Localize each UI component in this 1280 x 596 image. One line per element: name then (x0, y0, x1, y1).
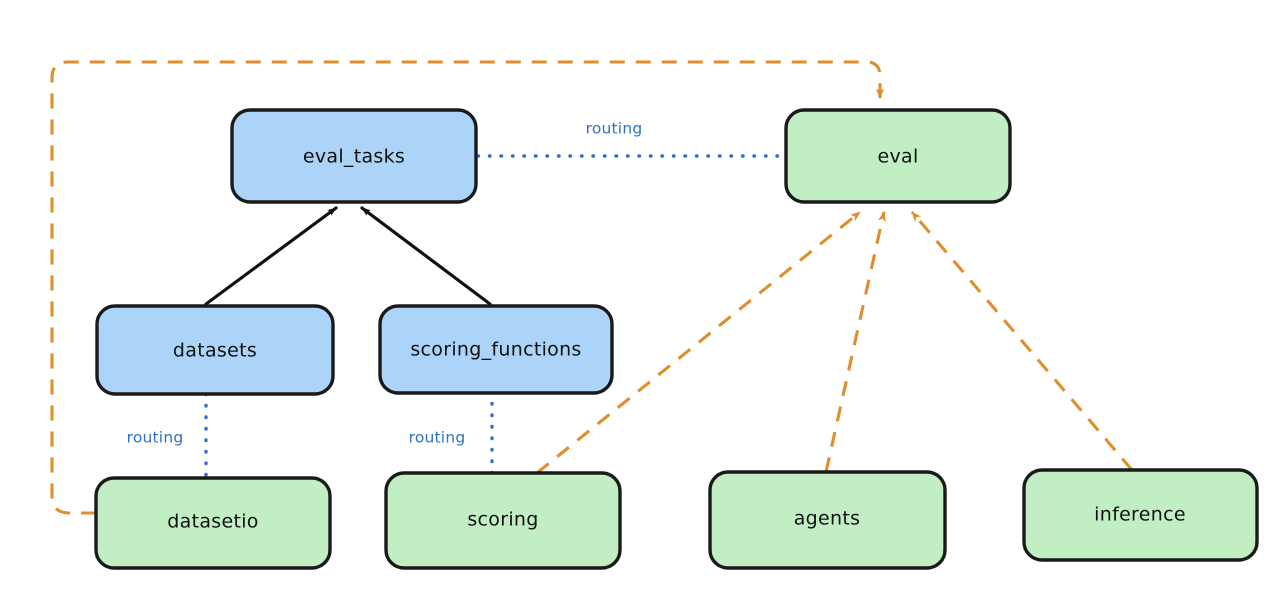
node-scoring-functions[interactable]: scoring_functions (378, 304, 614, 395)
node-datasetio[interactable]: datasetio (94, 476, 332, 570)
node-scoring-functions-label: scoring_functions (410, 339, 581, 361)
node-eval-shape (784, 108, 1012, 204)
node-eval-label: eval (877, 146, 918, 168)
node-datasets-shape (95, 304, 335, 396)
dependency-edges-group (50, 60, 1134, 515)
node-datasets[interactable]: datasets (95, 304, 335, 396)
routing-edges-group (204, 154, 786, 480)
node-agents-label: agents (794, 508, 861, 530)
edge-scoring-to-eval (536, 210, 861, 475)
node-scoring-shape (384, 471, 622, 570)
edge-label-routing-datasetio: routing (127, 429, 184, 447)
node-eval-tasks-label: eval_tasks (303, 146, 405, 168)
node-eval-tasks-shape (230, 108, 478, 204)
node-scoring[interactable]: scoring (384, 471, 622, 570)
node-inference-label: inference (1094, 504, 1186, 526)
node-datasetio-label: datasetio (167, 511, 258, 533)
node-scoring-label: scoring (467, 509, 538, 531)
edge-agents-to-eval (824, 211, 886, 473)
solid-edges-group (204, 206, 492, 306)
edge-inference-to-eval (910, 210, 1134, 472)
edge-datasetio-to-eval (50, 60, 884, 515)
edge-labels-group: routing routing routing (127, 120, 643, 447)
edge-datasets-to-eval-tasks (204, 206, 338, 306)
node-inference[interactable]: inference (1022, 468, 1259, 562)
node-scoring-functions-shape (378, 304, 614, 395)
node-datasets-label: datasets (173, 340, 257, 362)
node-agents[interactable]: agents (708, 470, 947, 570)
edge-scoring-functions-to-eval-tasks (360, 206, 492, 306)
node-eval-tasks[interactable]: eval_tasks (230, 108, 478, 204)
node-agents-shape (708, 470, 947, 570)
node-inference-shape (1022, 468, 1259, 562)
edge-label-routing-eval: routing (586, 120, 643, 138)
node-eval[interactable]: eval (784, 108, 1012, 204)
node-datasetio-shape (94, 476, 332, 570)
edge-label-routing-scoring: routing (409, 429, 466, 447)
nodes-group: eval_tasks eval datasets scoring_functio… (94, 108, 1259, 570)
